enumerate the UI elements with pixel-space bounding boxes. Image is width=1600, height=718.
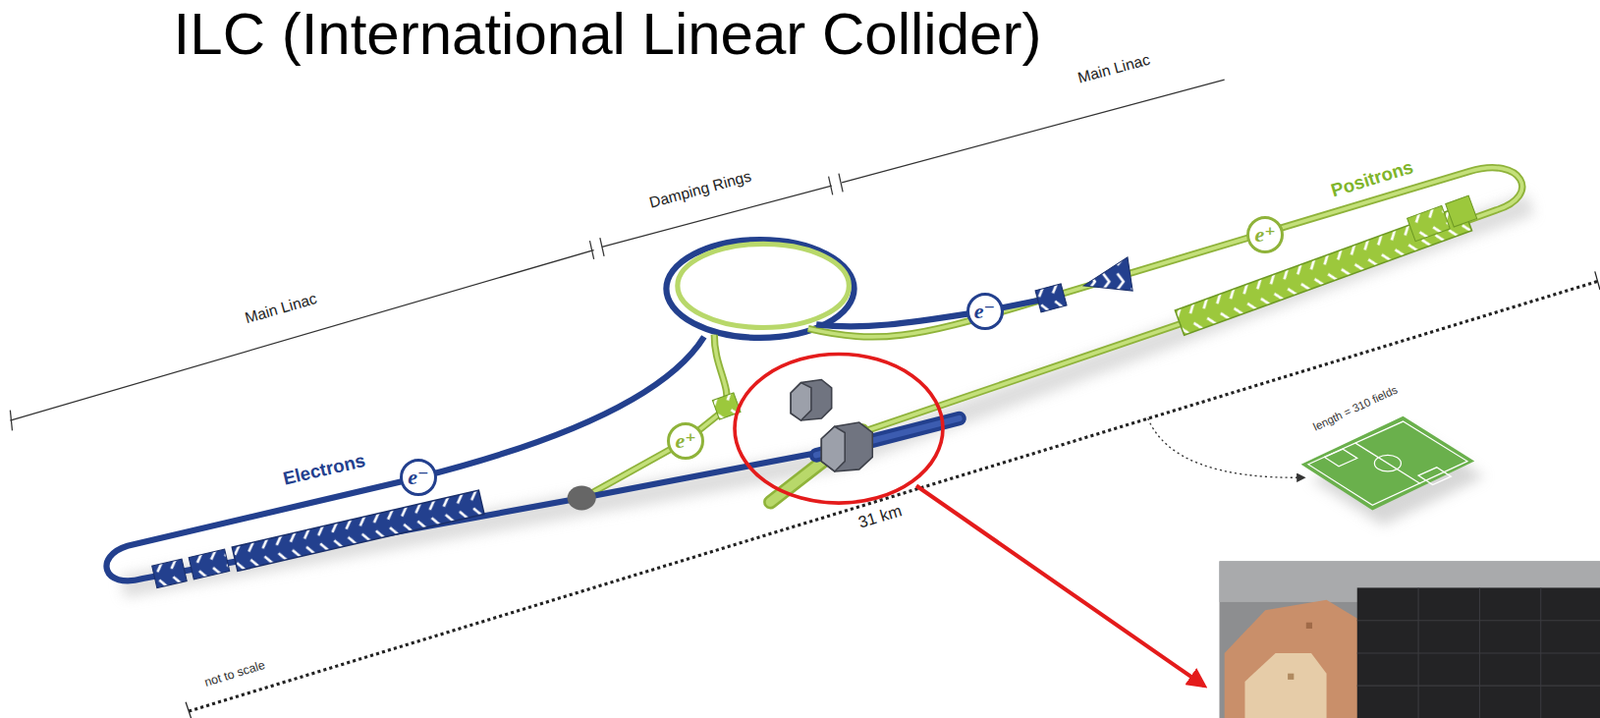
badge-text-group: e⁺ bbox=[1255, 223, 1276, 246]
beam-badge: e⁺ bbox=[1246, 216, 1284, 254]
badge-text: e⁺ bbox=[1255, 223, 1276, 246]
section-label: Main Linac bbox=[1074, 50, 1155, 88]
badge-text: e⁺ bbox=[674, 430, 696, 452]
badge-text: e⁻ bbox=[974, 300, 995, 323]
beam-label: Electrons bbox=[278, 448, 370, 490]
beam-badge: e⁺ bbox=[666, 422, 705, 460]
beam-badge: e⁻ bbox=[966, 292, 1004, 331]
section-label: Main Linac bbox=[240, 288, 321, 328]
badge-text: e⁻ bbox=[407, 466, 429, 489]
slide-title: ILC (International Linear Collider) bbox=[173, 1, 1043, 67]
badge-text-group: e⁺ bbox=[674, 430, 696, 452]
section-label: Damping Rings bbox=[645, 166, 755, 213]
note-label: not to scale bbox=[200, 657, 269, 690]
beam-badge: e⁻ bbox=[399, 458, 438, 497]
badge-text-group: e⁻ bbox=[407, 466, 429, 489]
length-label: 31 km bbox=[853, 499, 906, 533]
badge-text-group: e⁻ bbox=[974, 300, 995, 323]
